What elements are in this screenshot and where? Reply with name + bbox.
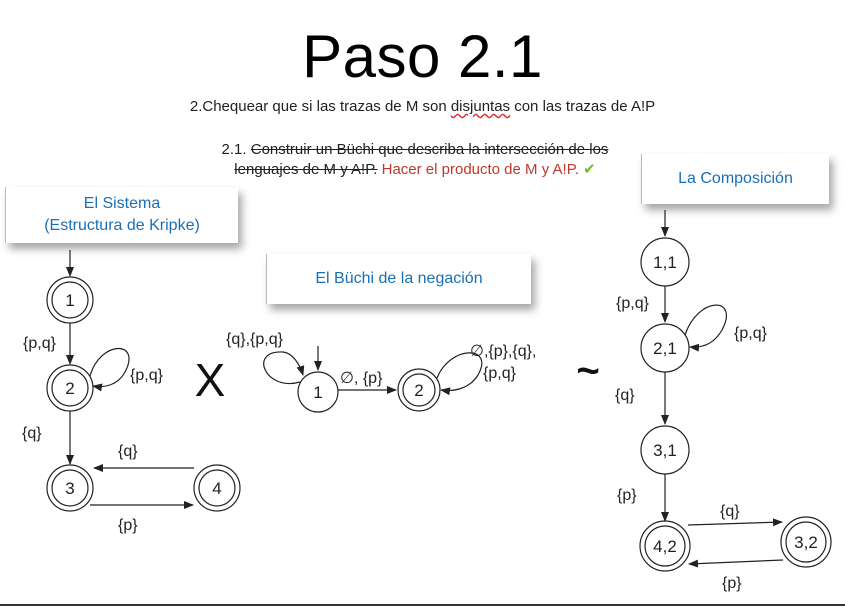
buchi-node-2-label: 2	[414, 381, 423, 400]
slide-bottom-border	[0, 604, 845, 606]
kripke-label-e34: {p}	[118, 517, 138, 534]
comp-node-4-2	[639, 520, 691, 572]
check-icon: ✔	[578, 161, 596, 178]
kripke-node-3	[46, 464, 94, 512]
callout-buchi: El Büchi de la negación	[266, 254, 531, 304]
kripke-loop-2	[89, 347, 130, 392]
step-struck-text: Construir un Büchi que describa la inter…	[234, 141, 609, 178]
kripke-node-2-label: 2	[65, 379, 74, 398]
step-prefix: 2.1.	[221, 141, 251, 158]
comp-node-3-1-label: 3,1	[653, 441, 677, 460]
buchi-node-1-label: 1	[313, 383, 322, 402]
step-red-text: Hacer el producto de M y A!P.	[377, 161, 579, 178]
buchi-label-loop1: {q},{p,q}	[226, 331, 284, 348]
step-text: 2.1. Construir un Büchi que describa la …	[190, 140, 640, 180]
buchi-loop-2	[436, 352, 483, 396]
kripke-label-e43: {q}	[118, 443, 138, 460]
product-symbol: X	[195, 354, 226, 406]
subtitle-spellcheck-word: disjuntas	[450, 98, 511, 115]
buchi-label-e12: ∅, {p}	[340, 370, 383, 387]
subtitle-text-end: con las trazas de A!P	[510, 98, 656, 115]
comp-loop-21	[684, 304, 728, 352]
kripke-label-loop2: {p,q}	[130, 367, 164, 384]
equivalence-symbol: ~	[576, 349, 599, 393]
kripke-label-e23: {q}	[22, 425, 42, 442]
buchi-node-1	[297, 371, 339, 413]
buchi-loop-1	[263, 351, 305, 385]
kripke-node-4	[193, 464, 241, 512]
buchi-node-2	[397, 368, 441, 412]
kripke-node-3-label: 3	[65, 479, 74, 498]
comp-node-1-1-label: 1,1	[653, 253, 677, 272]
callout-composicion: La Composición	[641, 154, 829, 204]
comp-label-e31-42: {p}	[617, 487, 637, 504]
comp-edge-42-32	[687, 518, 783, 527]
callout-sistema-line1: El Sistema	[83, 195, 161, 212]
comp-edge-32-42	[688, 559, 784, 568]
kripke-node-1-label: 1	[65, 291, 74, 310]
comp-node-3-2-label: 3,2	[794, 533, 818, 552]
slide-title: Paso 2.1	[302, 23, 543, 90]
buchi-label-loop2-line2: {p,q}	[483, 365, 517, 382]
comp-label-e21-31: {q}	[615, 387, 635, 404]
kripke-node-4-label: 4	[212, 479, 221, 498]
comp-label-e11-21: {p,q}	[616, 295, 650, 312]
subtitle-text: 2.Chequear que si las trazas de M son	[189, 98, 451, 115]
callout-sistema-line2: (Estructura de Kripke)	[44, 217, 200, 234]
comp-node-4-2-label: 4,2	[653, 537, 677, 556]
comp-label-loop21: {p,q}	[734, 325, 768, 342]
buchi-label-loop2-line1: ∅,{p},{q},	[470, 343, 536, 360]
slide-subtitle: 2.Chequear que si las trazas de M son di…	[0, 98, 845, 115]
comp-label-e42-32: {q}	[720, 503, 740, 520]
comp-label-e32-42: {p}	[722, 575, 742, 592]
callout-sistema: El Sistema (Estructura de Kripke)	[5, 187, 238, 243]
kripke-label-e12: {p,q}	[23, 335, 57, 352]
comp-node-2-1-label: 2,1	[653, 339, 677, 358]
comp-node-3-2	[780, 516, 832, 568]
